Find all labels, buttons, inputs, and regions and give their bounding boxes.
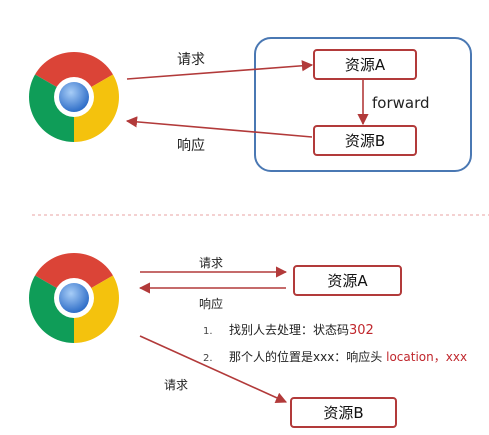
response-arrow bbox=[125, 116, 313, 138]
response-label: 响应 bbox=[177, 138, 205, 154]
resource-a-node: 资源A bbox=[293, 265, 402, 296]
redirect-request-label: 请求 bbox=[164, 378, 189, 392]
status-code: 302 bbox=[349, 323, 374, 338]
request-label: 请求 bbox=[177, 52, 205, 68]
step-number: 1. bbox=[203, 326, 213, 337]
location-header: location，xxx bbox=[386, 350, 468, 364]
request-arrow bbox=[126, 60, 314, 80]
resource-b-node: 资源B bbox=[290, 397, 397, 428]
resource-b-node: 资源B bbox=[313, 125, 417, 156]
step-text: 那个人的位置是xxx：响应头 bbox=[229, 350, 387, 364]
step-number: 2. bbox=[203, 353, 213, 364]
response-label: 响应 bbox=[199, 297, 224, 311]
redirect-request-arrow bbox=[139, 335, 288, 403]
step-text: 找别人去处理：状态码 bbox=[229, 323, 350, 337]
step-item: 1. 找别人去处理：状态码302 bbox=[203, 321, 374, 338]
resource-a-node: 资源A bbox=[313, 49, 417, 80]
forward-label: forward bbox=[372, 94, 430, 112]
request-label: 请求 bbox=[199, 256, 224, 270]
step-item: 2. 那个人的位置是xxx：响应头 location，xxx bbox=[203, 348, 467, 365]
server-group-box bbox=[254, 37, 472, 172]
chrome-icon bbox=[29, 253, 119, 343]
chrome-icon bbox=[29, 52, 119, 142]
